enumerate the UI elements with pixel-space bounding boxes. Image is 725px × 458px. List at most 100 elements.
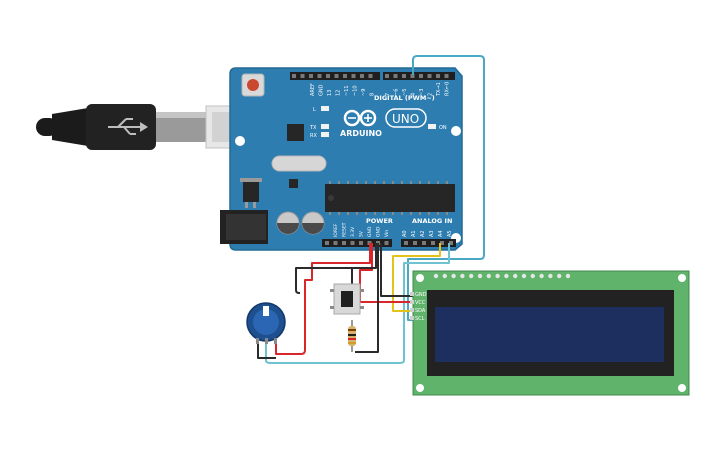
pin-hole[interactable] [444,74,449,78]
rx-led-label: RX [310,133,317,139]
pin-hole[interactable] [431,241,435,245]
power-pin-label: 5V [359,230,365,237]
pin-hole[interactable] [440,241,444,245]
pin-hole[interactable] [410,74,415,78]
analog-pin-label: A2 [420,230,426,237]
digital-pin-label: ~10 [353,85,359,96]
lcd-header-pin [513,273,518,279]
pin-hole[interactable] [350,241,355,245]
resistor[interactable] [348,320,356,352]
power-pin-label: GND [376,226,382,237]
wire-5v-pot[interactable] [275,243,371,355]
lcd-header-pin [442,273,447,279]
lcd-i2c-pins [410,292,414,320]
pin-hole[interactable] [343,74,347,78]
pin-hole[interactable] [317,74,322,78]
pot-pin [256,338,259,344]
pin-hole[interactable] [300,74,305,78]
push-button[interactable] [330,283,364,315]
wire-gnd-resistor[interactable] [355,243,379,353]
pin-hole[interactable] [359,241,363,245]
analog-pin-label: A1 [411,230,417,237]
digital-pin-label: ~11 [344,85,350,96]
digital-pin-label: 7 [385,93,391,96]
model-name: UNO [392,112,419,126]
pin-hole[interactable] [436,74,440,78]
lcd-header-pin [548,273,553,279]
pin-hole[interactable] [342,241,346,245]
pin-hole[interactable] [334,74,339,78]
pin-hole[interactable] [404,241,408,245]
capacitor [301,211,325,235]
tx-led [321,124,329,129]
pin-hole[interactable] [325,241,329,245]
digital-pin-label: 2 [428,93,434,96]
lcd-header-pin [504,273,509,279]
arduino-logo-icon [343,109,377,127]
pin-hole[interactable] [393,74,398,78]
pin-hole[interactable] [385,74,389,78]
analog-header-label: ANALOG IN [412,217,452,225]
pin-hole[interactable] [402,74,406,78]
pin-hole[interactable] [360,74,364,78]
power-jack [220,210,268,244]
wire-gnd-lcd[interactable] [380,243,414,297]
wire-sda[interactable] [392,243,441,312]
pin-hole[interactable] [422,241,426,245]
digital-pin-label: 8 [370,93,376,96]
wire-gnd-pot[interactable] [295,243,377,294]
power-pin-label: IOREF [333,223,339,237]
lcd-header-pin [521,273,527,279]
wire-scl[interactable] [407,55,485,321]
lcd-header-pin [460,273,465,279]
pin-hole[interactable] [427,74,432,78]
wire-signal[interactable] [265,243,450,364]
wire-5v-lcd[interactable] [359,243,414,303]
lcd-mount-hole [416,274,424,282]
reset-button[interactable] [241,73,265,97]
digital-header-label: DIGITAL (PWM~) [374,94,435,102]
lcd-header-pin [539,273,544,279]
on-led-label: ON [439,125,447,131]
pin-hole[interactable] [419,74,423,78]
digital-pin-label: ~9 [361,89,367,96]
pin-hole[interactable] [309,74,313,78]
pin-hole[interactable] [413,241,417,245]
lcd-mount-hole [416,384,424,392]
analog-header [401,239,456,247]
lcd-pin-gnd: GND [415,292,427,298]
lcd-mount-hole [678,274,686,282]
analog-pin-label: A3 [429,230,435,237]
pin-hole[interactable] [368,74,373,78]
lcd-header-pin [565,273,571,279]
pin-hole[interactable] [326,74,330,78]
tx-led-label: TX [309,125,317,131]
pin-hole[interactable] [384,241,389,245]
potentiometer[interactable] [246,302,286,344]
digital-pin-label: 4 [411,93,417,96]
digital-pin-label: GND [319,84,325,96]
pin-hole[interactable] [449,241,453,245]
power-header [322,239,392,247]
wire-pot-ground[interactable] [257,340,276,359]
lcd-header-pin [557,273,562,279]
lcd-header-pin [477,273,483,279]
digital-pin-label: ~5 [402,89,408,96]
pin-hole[interactable] [351,74,356,78]
digital-pin-label: 13 [327,90,333,96]
voltage-regulator [243,182,259,202]
lcd-header-pin [451,273,456,279]
lcd-i2c-module[interactable]: GND VCC SDA SCL [410,270,690,396]
lcd-header-pin [469,273,474,279]
lcd-header-pin [486,273,491,279]
pin-hole[interactable] [333,241,338,245]
analog-pin-label: A0 [402,230,408,237]
analog-pin-label: A4 [438,230,444,237]
pin-hole[interactable] [292,74,296,78]
mount-hole [235,136,245,146]
atmega-microcontroller [325,181,455,215]
